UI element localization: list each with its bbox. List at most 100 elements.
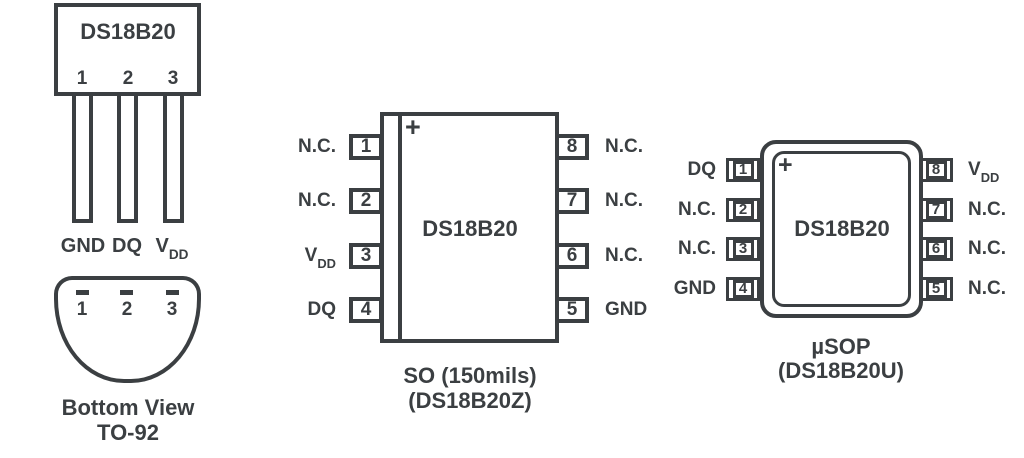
so-pin-label-8: N.C. — [605, 136, 725, 157]
pin-number: 2 — [360, 190, 372, 211]
usop-pin-label-2: N.C. — [598, 199, 716, 220]
label-text: GND — [605, 299, 648, 320]
so-pin-box-8: 8 — [555, 134, 589, 160]
pin-number: 5 — [925, 280, 947, 298]
label-text: V — [155, 235, 169, 257]
usop-pin-label-1: DQ — [598, 159, 717, 180]
usop-pin-label-4: GND — [598, 278, 716, 299]
so-pin-box-7: 7 — [555, 188, 589, 214]
to92-leg-2 — [117, 96, 138, 223]
to92-leg-label-gnd: GND — [61, 235, 105, 257]
so-pin-label-1: N.C. — [216, 136, 336, 157]
label-text: N.C. — [968, 238, 1006, 259]
usop-pin-label-5: N.C. — [968, 278, 1024, 299]
usop-caption-line1: µSOP — [811, 334, 871, 359]
so-pin-box-5: 5 — [555, 297, 589, 323]
so-pin1-edge-stripe — [398, 116, 402, 339]
pin-number: 6 — [925, 240, 947, 258]
pin-number: 6 — [566, 245, 578, 266]
pin-number: 4 — [732, 280, 754, 298]
pin-number: 8 — [566, 136, 578, 157]
polarity-plus-icon: + — [778, 151, 793, 179]
pin-number: 7 — [566, 190, 578, 211]
so-pin-box-6: 6 — [555, 243, 589, 269]
to92-bottom-pin-dash-3 — [166, 290, 179, 295]
label-text: DQ — [687, 159, 717, 180]
pin-number: 1 — [732, 161, 754, 179]
usop-pin-box-3: 3 — [726, 237, 760, 261]
label-text: N.C. — [678, 199, 716, 220]
label-text: V — [968, 159, 981, 180]
to92-bottom-pin-dash-2 — [120, 290, 133, 295]
pin-number: 2 — [732, 201, 754, 219]
pin-number: 4 — [360, 299, 372, 320]
label-text: N.C. — [605, 190, 643, 211]
pin-number: 8 — [925, 161, 947, 179]
to92-bottom-pin-number-3: 3 — [166, 299, 178, 320]
usop-pin-box-5: 5 — [919, 277, 953, 301]
so-caption-line2: (DS18B20Z) — [408, 388, 532, 413]
to92-leg-label-vdd: VDD — [155, 235, 189, 262]
so-chip-label: DS18B20 — [422, 216, 518, 241]
label-text: N.C. — [678, 238, 716, 259]
usop-pin-box-1: 1 — [726, 158, 760, 182]
usop-pin-box-7: 7 — [919, 198, 953, 222]
label-text: DQ — [112, 235, 142, 257]
to92-front-view-outline — [54, 3, 201, 96]
usop-pin-box-4: 4 — [726, 277, 760, 301]
label-text: N.C. — [298, 190, 336, 211]
to92-caption-line1: Bottom View — [61, 395, 195, 420]
so-pin-box-2: 2 — [349, 188, 383, 214]
usop-pin-box-6: 6 — [919, 237, 953, 261]
so-pin-label-6: N.C. — [605, 245, 725, 266]
label-sub: DD — [168, 247, 189, 263]
so-pin-box-3: 3 — [349, 243, 383, 269]
pin-number: 5 — [566, 299, 578, 320]
so-pin-label-5: GND — [605, 299, 725, 320]
label-sub: DD — [980, 170, 1000, 186]
to92-front-pin-number-3: 3 — [167, 68, 179, 89]
so-pin-label-4: DQ — [216, 299, 337, 320]
label-text: N.C. — [968, 278, 1006, 299]
usop-pin-label-3: N.C. — [598, 238, 716, 259]
so-pin-label-7: N.C. — [605, 190, 725, 211]
to92-bottom-pin-dash-1 — [76, 290, 89, 295]
label-text: GND — [60, 235, 106, 257]
so-pin-box-1: 1 — [349, 134, 383, 160]
label-text: N.C. — [605, 245, 643, 266]
usop-pin-box-2: 2 — [726, 198, 760, 222]
to92-bottom-pin-number-2: 2 — [121, 299, 133, 320]
label-sub: DD — [317, 256, 336, 272]
pin-number: 3 — [360, 245, 372, 266]
label-text: GND — [673, 278, 716, 299]
so-pin-box-4: 4 — [349, 297, 383, 323]
pin-number: 7 — [925, 201, 947, 219]
label-text: N.C. — [605, 136, 643, 157]
usop-pin-label-8: VDD — [968, 159, 1024, 184]
label-text: N.C. — [298, 136, 336, 157]
pin-number: 3 — [732, 240, 754, 258]
label-text: V — [304, 245, 318, 266]
polarity-plus-icon: + — [405, 112, 421, 142]
to92-leg-1 — [72, 96, 93, 223]
to92-front-pin-number-1: 1 — [76, 68, 88, 89]
so-package-outline — [380, 112, 559, 343]
usop-package-inner-outline — [772, 151, 911, 307]
usop-pin-box-8: 8 — [919, 158, 953, 182]
usop-pin-label-6: N.C. — [968, 238, 1024, 259]
so-pin-label-3: VDD — [216, 245, 336, 270]
label-text: N.C. — [968, 199, 1006, 220]
usop-caption-line2: (DS18B20U) — [778, 358, 904, 383]
to92-leg-label-dq: DQ — [112, 235, 142, 257]
to92-bottom-pin-number-1: 1 — [76, 299, 88, 320]
to92-caption-line2: TO-92 — [97, 420, 159, 445]
to92-leg-3 — [163, 96, 184, 223]
label-text: DQ — [307, 299, 337, 320]
to92-front-pin-number-2: 2 — [122, 68, 134, 89]
usop-chip-label: DS18B20 — [794, 216, 890, 241]
to92-chip-label: DS18B20 — [80, 19, 176, 44]
so-pin-label-2: N.C. — [216, 190, 336, 211]
so-caption-line1: SO (150mils) — [403, 363, 537, 388]
pin-number: 1 — [360, 136, 372, 157]
